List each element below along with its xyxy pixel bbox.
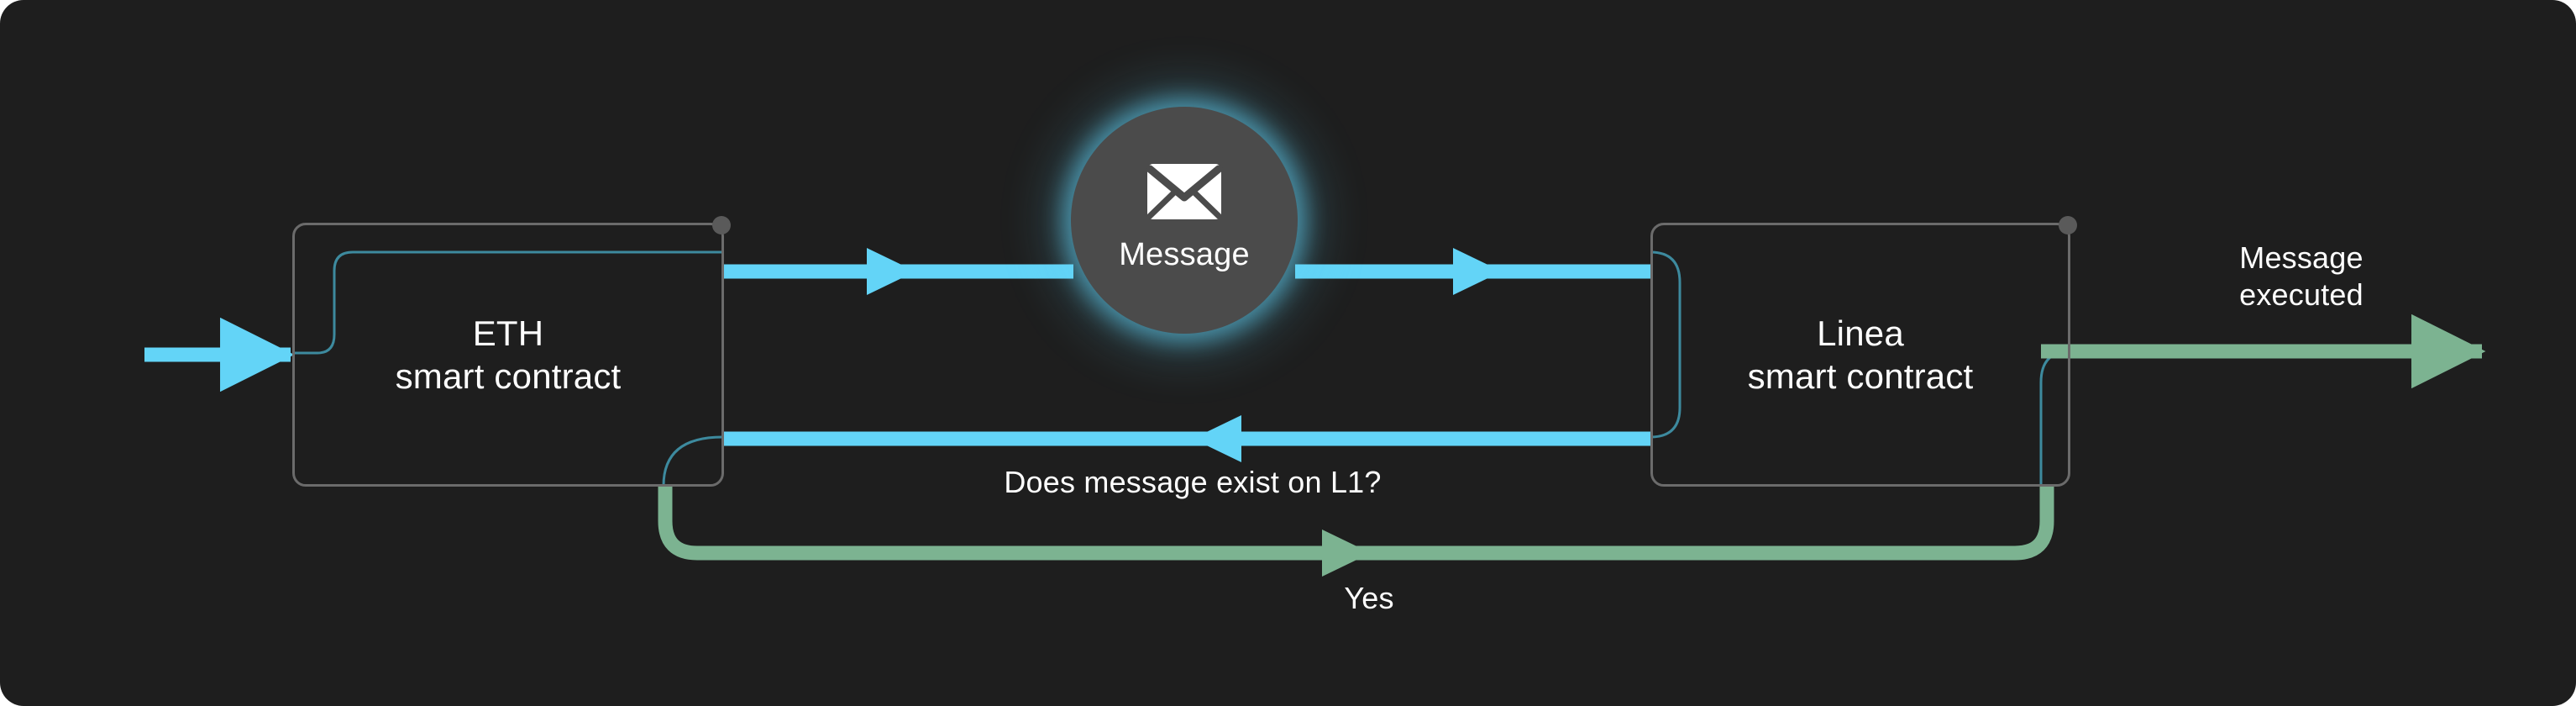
node-eth-label: ETH smart contract (395, 313, 622, 396)
edge-label-yes: Yes (1344, 581, 1394, 615)
node-message-label: Message (1119, 237, 1250, 272)
edge-linea-to-eth-query-head (1193, 415, 1241, 462)
edge-label-message-executed: Message executed (2239, 240, 2364, 312)
edge-label-does-message-exist: Does message exist on L1? (1004, 465, 1382, 499)
envelope-icon (1146, 162, 1223, 225)
node-eth-smart-contract[interactable]: ETH smart contract (292, 216, 731, 487)
linea-internal-route-left (1650, 250, 1681, 439)
edge-eth-to-message-head (867, 248, 916, 295)
node-message[interactable]: Message (1071, 107, 1298, 334)
edge-yes-loop-head (1322, 530, 1371, 577)
edge-message-to-linea-head (1453, 248, 1502, 295)
node-linea-smart-contract[interactable]: Linea smart contract (1650, 216, 2077, 487)
linea-node-handle-top-right[interactable] (2059, 216, 2077, 234)
eth-internal-route-bottom (662, 435, 723, 487)
node-linea-label: Linea smart contract (1747, 313, 1974, 396)
eth-internal-route-top (292, 250, 722, 355)
eth-node-handle-top-right[interactable] (712, 216, 731, 234)
